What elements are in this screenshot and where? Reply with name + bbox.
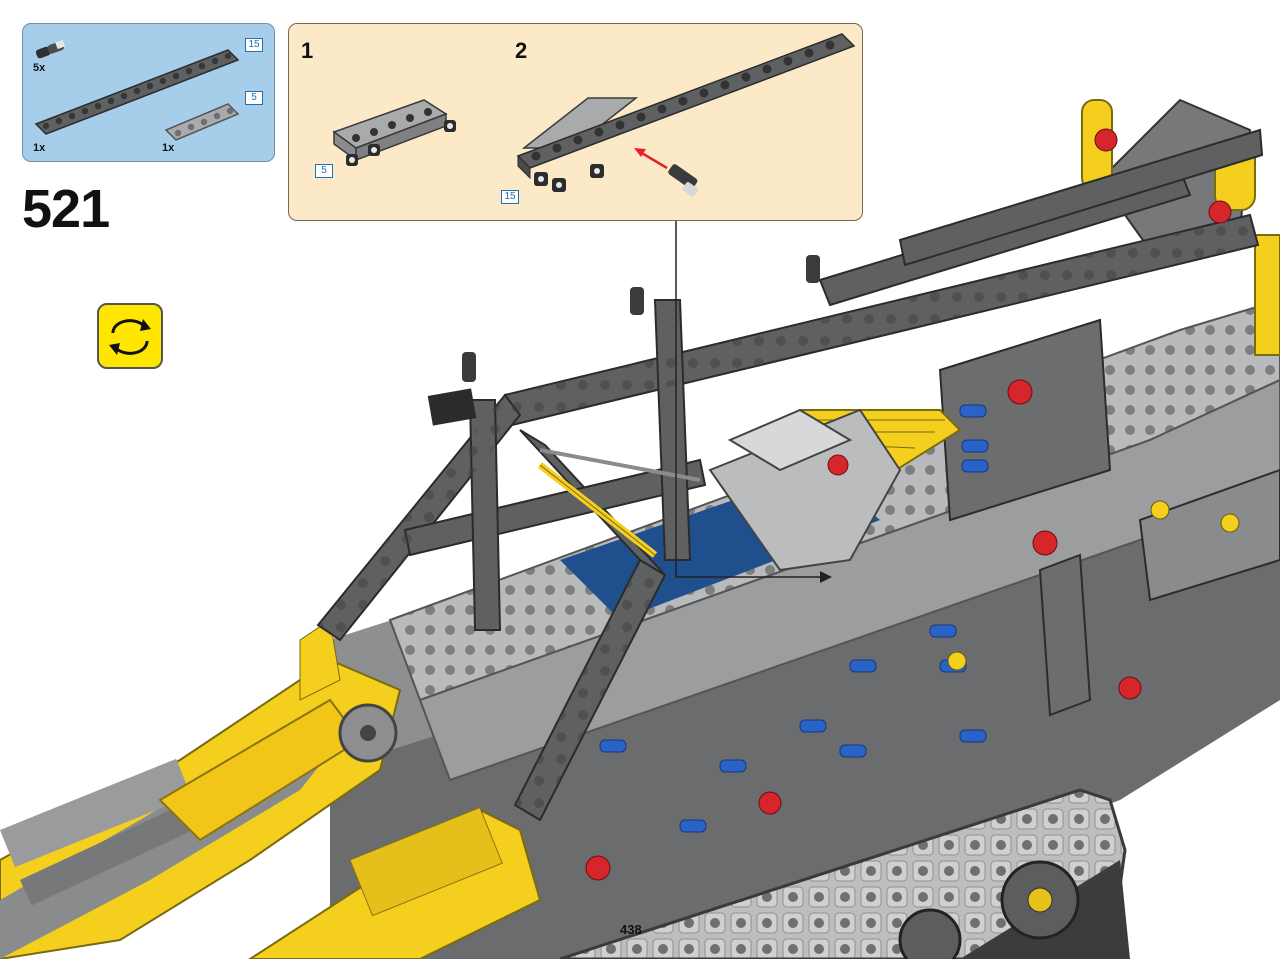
substep-number: 2: [515, 38, 528, 63]
beam-15-part: [34, 49, 240, 135]
beam-length-badge: 5: [245, 91, 263, 105]
substep-1-assembly: [332, 99, 456, 166]
substep-2-assembly: [516, 33, 856, 197]
page-number: 438: [620, 922, 642, 937]
substep-number: 1: [301, 38, 314, 63]
step-number: 521: [22, 179, 110, 239]
beam-length-badge: 5: [315, 164, 333, 178]
beam-5-part: [164, 103, 240, 141]
beam-length-badge: 15: [501, 190, 519, 204]
part-qty: 1x: [33, 142, 46, 154]
pin-with-axle-part: [35, 40, 66, 59]
part-qty: 5x: [33, 62, 46, 74]
beam-length-badge: 15: [245, 38, 263, 52]
rotate-model-icon: [97, 303, 163, 369]
part-qty: 1x: [162, 142, 175, 154]
